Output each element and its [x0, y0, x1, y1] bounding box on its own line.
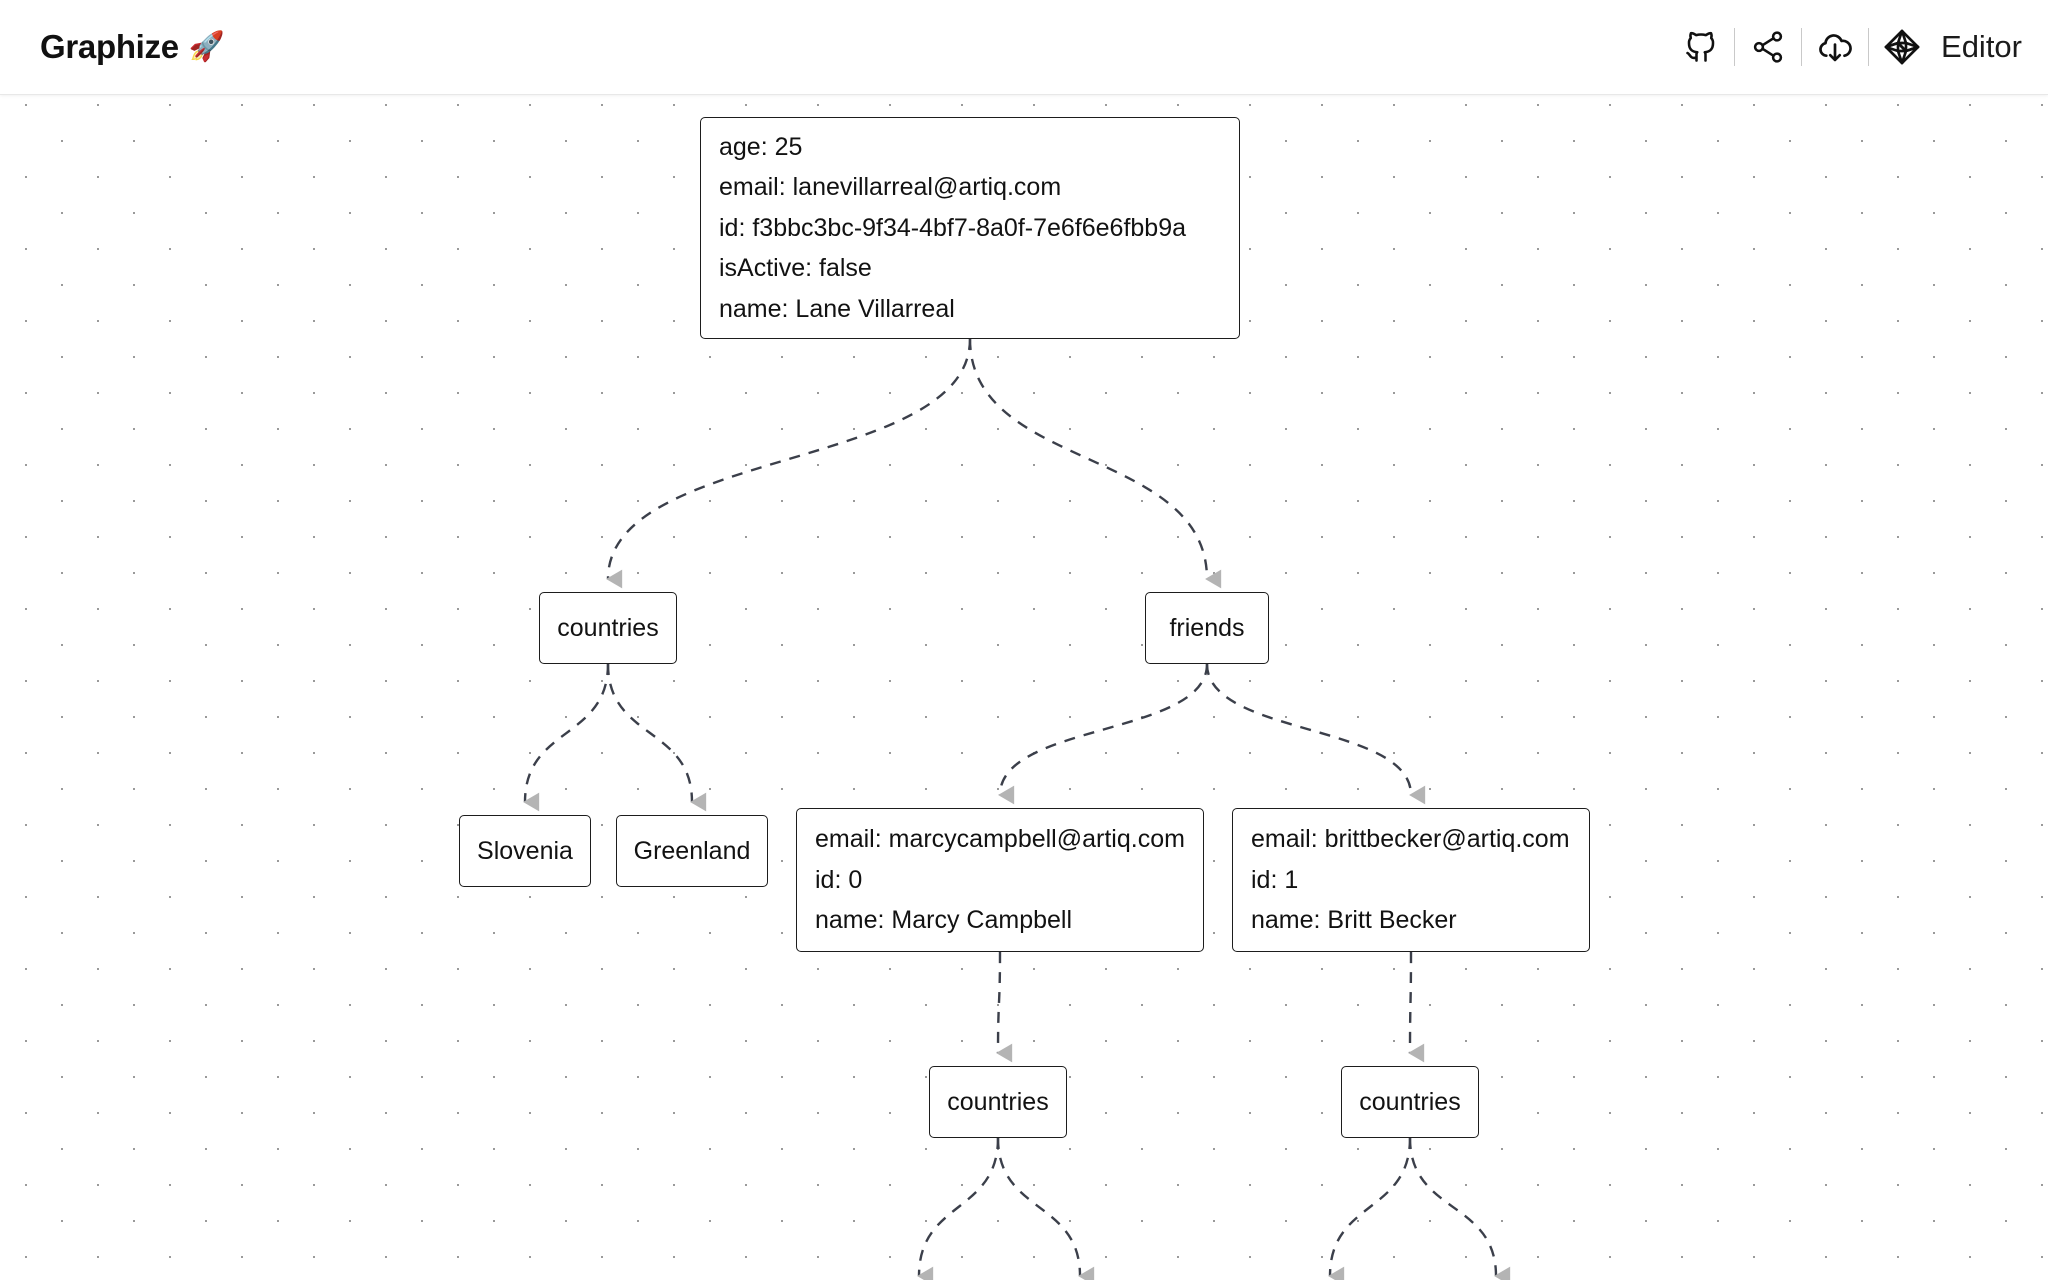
- graph-node-line: friends: [1169, 613, 1245, 642]
- graph-node-line: name: Britt Becker: [1251, 906, 1457, 935]
- graph-node[interactable]: email: marcycampbell@artiq.com id: 0 name:…: [796, 808, 1204, 952]
- graph-edge: [998, 663, 1209, 805]
- graph-edge: [606, 663, 707, 812]
- graph-edge: [1205, 663, 1426, 805]
- graph-edges: [523, 338, 1511, 1280]
- graph-node-line: id: 0: [815, 865, 863, 894]
- graph-edge: [968, 338, 1222, 589]
- graph-node[interactable]: Slovenia: [459, 815, 591, 887]
- graph-edge: [996, 951, 1013, 1063]
- graph-node-line: countries: [1359, 1087, 1461, 1116]
- graph-edge: [1408, 951, 1425, 1063]
- graph-node[interactable]: countries: [1341, 1066, 1479, 1138]
- graph-node-line: name: Lane Villarreal: [719, 294, 955, 323]
- graph-node[interactable]: countries: [929, 1066, 1067, 1138]
- share-icon[interactable]: [1741, 20, 1795, 74]
- graph-node[interactable]: age: 25 email: lanevillarreal@artiq.com id…: [700, 117, 1240, 339]
- graph-node[interactable]: Greenland: [616, 815, 768, 887]
- app-header: Graphize 🚀: [0, 0, 2048, 95]
- graph-node-line: isActive: false: [719, 254, 872, 283]
- graph-node-line: email: lanevillarreal@artiq.com: [719, 173, 1062, 202]
- app-title: Graphize 🚀: [40, 28, 225, 66]
- graph-node-line: id: 1: [1251, 865, 1299, 894]
- graph-node[interactable]: countries: [539, 592, 677, 664]
- cube-icon[interactable]: [1875, 20, 1929, 74]
- toolbar-divider: [1734, 28, 1736, 66]
- graph-node-line: email: brittbecker@artiq.com: [1251, 825, 1570, 854]
- graph-node-line: id: f3bbc3bc-9f34-4bf7-8a0f-7e6f6e6fbb9a: [719, 213, 1187, 242]
- toolbar-divider: [1801, 28, 1803, 66]
- graph-edge: [1328, 1137, 1412, 1280]
- graph-edge: [606, 338, 972, 589]
- graph-canvas[interactable]: age: 25 email: lanevillarreal@artiq.com id…: [0, 95, 2048, 1280]
- graph-node[interactable]: friends: [1145, 592, 1269, 664]
- toolbar-divider: [1868, 28, 1870, 66]
- graph-edge: [523, 663, 610, 812]
- graph-node-line: Slovenia: [477, 836, 573, 865]
- rocket-icon: 🚀: [188, 30, 225, 63]
- header-toolbar: Editor: [1674, 20, 2022, 74]
- graph-node-line: name: Marcy Campbell: [815, 906, 1073, 935]
- cloud-download-icon[interactable]: [1808, 20, 1862, 74]
- editor-button[interactable]: Editor: [1875, 20, 2022, 74]
- github-icon[interactable]: [1674, 20, 1728, 74]
- graph-edge: [1408, 1137, 1511, 1280]
- graph-node-line: countries: [557, 613, 659, 642]
- graph-edge: [996, 1137, 1095, 1280]
- graph-node-line: Greenland: [633, 836, 751, 865]
- graph-edge: [917, 1137, 1000, 1280]
- app-title-text: Graphize: [40, 28, 179, 65]
- editor-label: Editor: [1941, 29, 2022, 64]
- graph-node-line: age: 25: [719, 132, 803, 161]
- graph-node-line: countries: [947, 1087, 1049, 1116]
- graph-node-line: email: marcycampbell@artiq.com: [815, 825, 1185, 854]
- graph-node[interactable]: email: brittbecker@artiq.com id: 1 name: B…: [1232, 808, 1590, 952]
